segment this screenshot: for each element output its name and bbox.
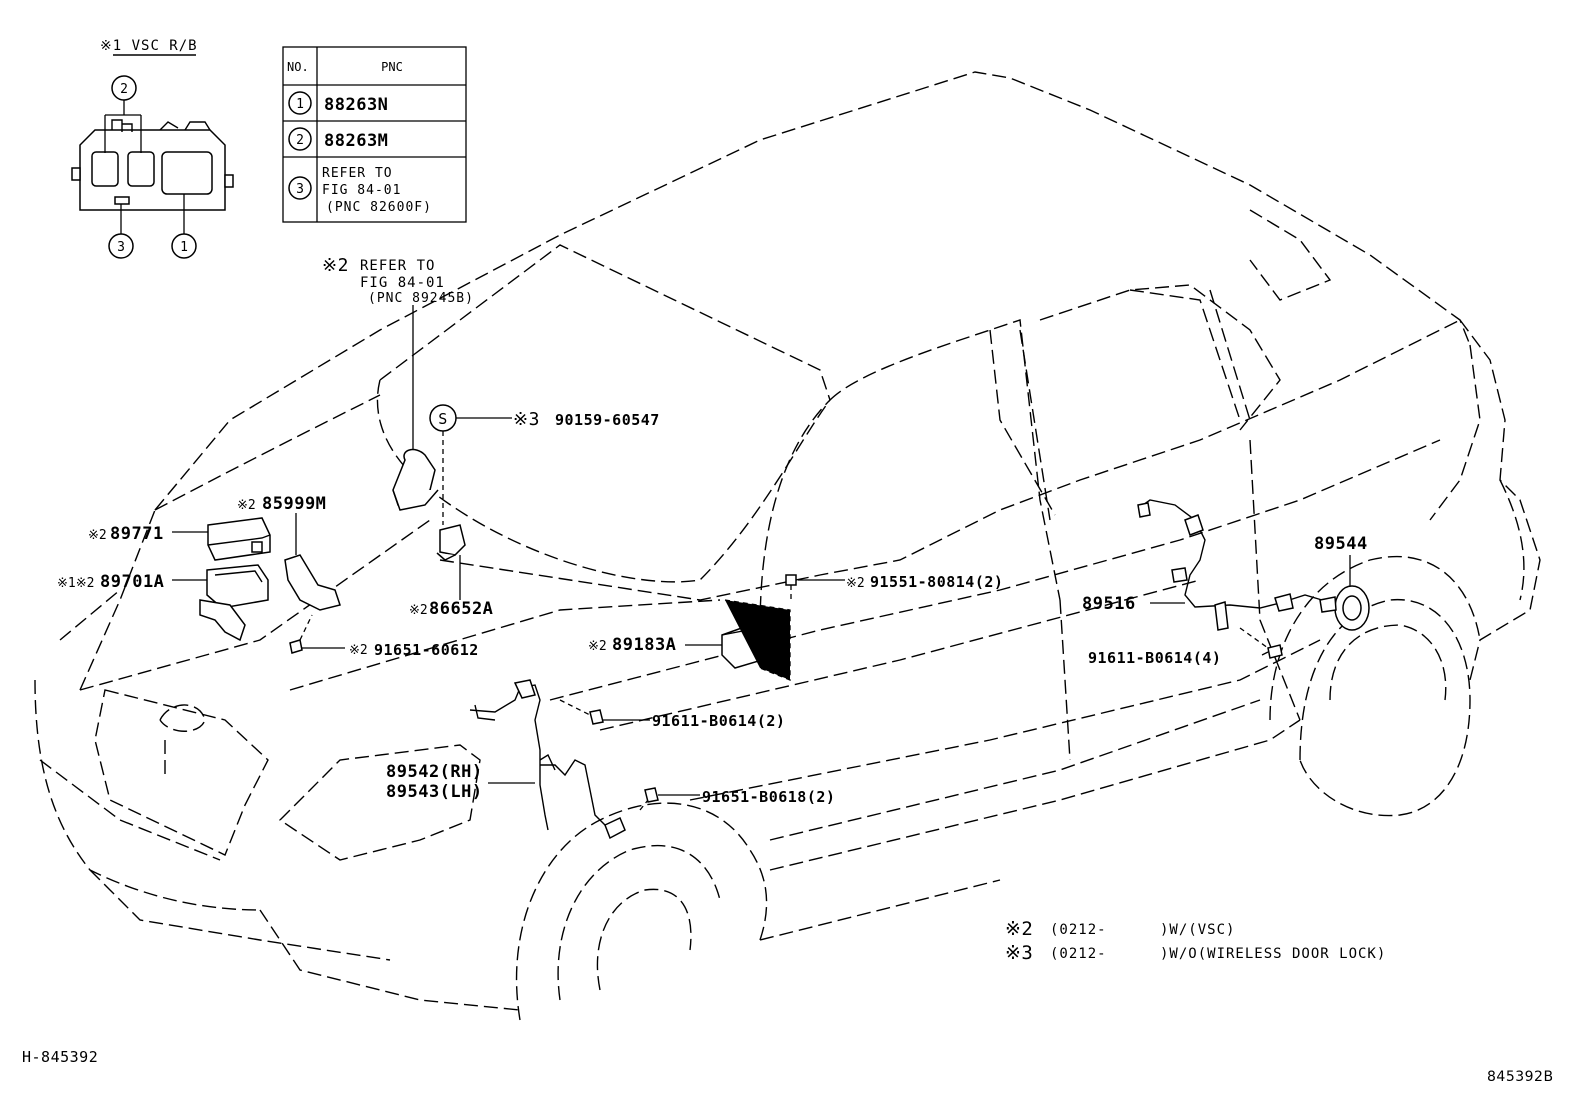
footnote-1-range: (0212- bbox=[1050, 922, 1107, 938]
table-row-3-no: 3 bbox=[296, 182, 304, 197]
pnc-table: NO. PNC 1 88263N 2 88263M 3 REFER TO FIG… bbox=[282, 46, 467, 223]
label-91611-b0614-4: 91611-B0614(4) bbox=[1088, 649, 1221, 667]
s-clip-group: S ※3 90159-60547 ※2 86652A bbox=[409, 404, 660, 619]
s-symbol: S bbox=[438, 410, 448, 428]
inset-callout-1: 1 bbox=[180, 240, 188, 255]
footnote-2-cond: )W/O(WIRELESS DOOR LOCK) bbox=[1160, 946, 1386, 962]
label-85999m: 85999M bbox=[262, 494, 326, 514]
label-91551-80814: 91551-80814(2) bbox=[870, 573, 1003, 591]
label-89701-mark: ※1※2 bbox=[57, 576, 94, 591]
figure-code: 845392B bbox=[1487, 1069, 1554, 1085]
rear-speed-sensor-group: 89544 89516 91611-B0614(4) bbox=[1082, 499, 1370, 667]
label-89701a: 89701A bbox=[100, 572, 164, 592]
front-speed-sensor-group: 89542(RH) 89543(LH) 91651-B0618(2) bbox=[386, 679, 835, 840]
inset-callout-2: 2 bbox=[120, 82, 128, 97]
refer-note-89245b: ※2 REFER TO FIG 84-01 (PNC 89245B) bbox=[322, 255, 474, 511]
label-89183-mark: ※2 bbox=[588, 639, 607, 654]
table-header-no: NO. bbox=[287, 60, 309, 74]
label-89543-lh: 89543(LH) bbox=[386, 782, 483, 802]
footnotes: ※2 (0212- )W/(VSC) ※3 (0212- )W/O(WIRELE… bbox=[1005, 918, 1386, 964]
relay-block-inset: ※1 VSC R/B 2 3 1 bbox=[71, 38, 234, 259]
label-89516: 89516 bbox=[1082, 594, 1136, 614]
inset-callout-3: 3 bbox=[117, 240, 125, 255]
table-header-pnc: PNC bbox=[381, 60, 403, 74]
label-89544: 89544 bbox=[1314, 534, 1368, 554]
table-row-3-line-3: (PNC 82600F) bbox=[326, 200, 432, 215]
table-row-2-pnc: 88263M bbox=[324, 131, 388, 151]
refer-note-line-3: (PNC 89245B) bbox=[368, 291, 474, 306]
label-89542-rh: 89542(RH) bbox=[386, 762, 483, 782]
refer-note-mark: ※2 bbox=[322, 255, 349, 276]
footnote-2-mark: ※3 bbox=[1005, 942, 1033, 964]
table-row-3-line-2: FIG 84-01 bbox=[322, 183, 401, 198]
inset-title: ※1 VSC R/B bbox=[100, 38, 198, 54]
label-91651-60612-mark: ※2 bbox=[349, 643, 368, 658]
label-90159-mark: ※3 bbox=[513, 409, 540, 430]
label-86652-mark: ※2 bbox=[409, 603, 428, 618]
vehicle-outline bbox=[34, 71, 1541, 1021]
label-85999-mark: ※2 bbox=[237, 498, 256, 513]
label-86652a: 86652A bbox=[429, 599, 493, 619]
yaw-sensor-group: ※2 89183A ※2 91551-80814(2) 91611-B0614(… bbox=[559, 573, 1003, 730]
refer-note-line-2: FIG 84-01 bbox=[360, 275, 445, 291]
refer-note-line-1: REFER TO bbox=[360, 258, 435, 274]
table-row-1-pnc: 88263N bbox=[324, 95, 388, 115]
label-91611-b0614-2: 91611-B0614(2) bbox=[652, 712, 785, 730]
label-89183a: 89183A bbox=[612, 635, 676, 655]
label-90159-60547: 90159-60547 bbox=[555, 411, 660, 429]
label-91651-b0618: 91651-B0618(2) bbox=[702, 788, 835, 806]
figure-id: H-845392 bbox=[22, 1048, 98, 1066]
relay-box-group: ※2 89771 ※1※2 89701A ※2 85999M ※2 91651-… bbox=[57, 494, 479, 659]
footnote-2-range: (0212- bbox=[1050, 946, 1107, 962]
table-row-3-line-1: REFER TO bbox=[322, 166, 393, 181]
table-row-2-no: 2 bbox=[296, 133, 304, 148]
footnote-1-mark: ※2 bbox=[1005, 918, 1033, 940]
label-89771-mark: ※2 bbox=[88, 528, 107, 543]
footnote-1-cond: )W/(VSC) bbox=[1160, 922, 1235, 938]
table-row-1-no: 1 bbox=[296, 97, 304, 112]
label-91551-mark: ※2 bbox=[846, 576, 865, 591]
label-91651-60612: 91651-60612 bbox=[374, 641, 479, 659]
label-89771: 89771 bbox=[110, 524, 164, 544]
